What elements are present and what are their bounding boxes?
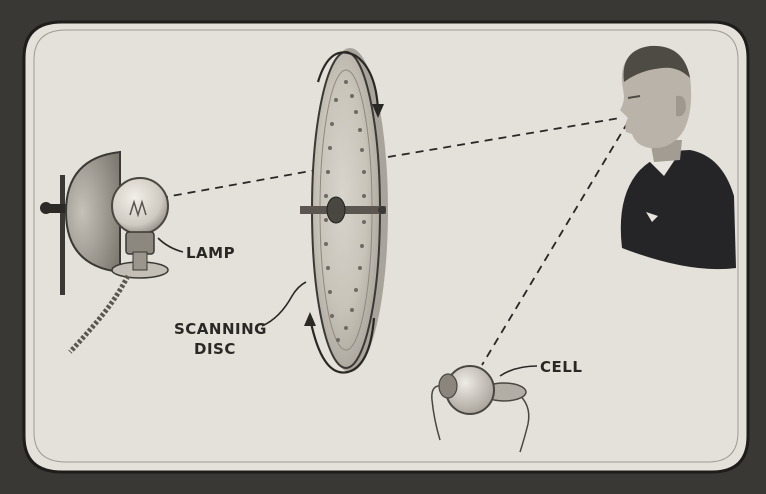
scanning-disc-label-line1: SCANNING [174, 320, 267, 338]
lamp-label: LAMP [186, 244, 235, 262]
scanning-disc-label-line2: DISC [194, 340, 236, 358]
cell-label: CELL [540, 358, 582, 376]
disc-hub [327, 197, 345, 223]
lamp-stem [133, 252, 147, 270]
lamp-base [126, 232, 154, 254]
lamp-stand-rod [60, 175, 65, 295]
lamp-clamp-knob [40, 202, 52, 214]
disc-axle-end [378, 206, 386, 214]
cell-base [439, 374, 457, 398]
